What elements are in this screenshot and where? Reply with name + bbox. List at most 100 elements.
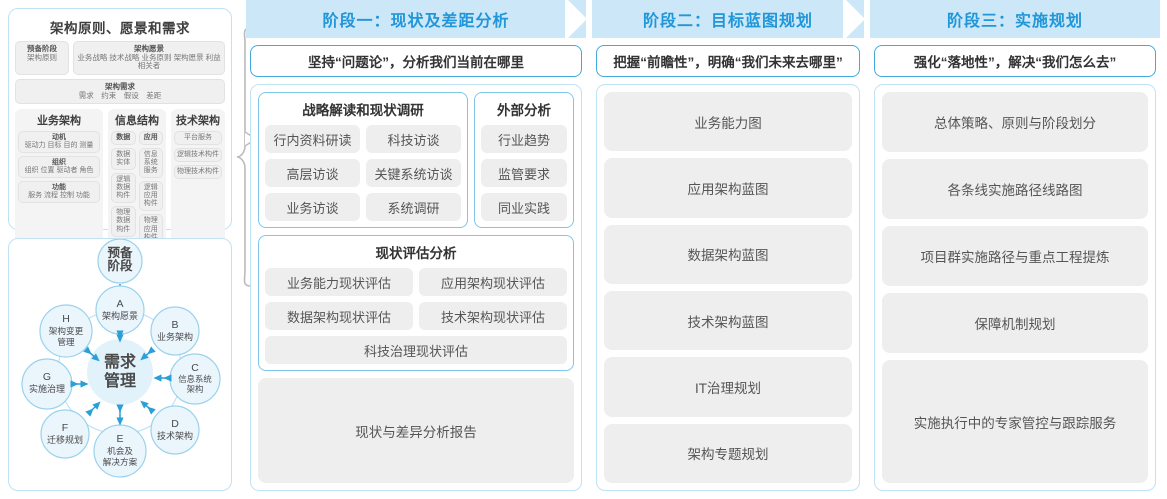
adm-node-f-letter: F [62,422,68,434]
tile-item[interactable]: 系统调研 [366,193,461,221]
tile-item[interactable]: 科技访谈 [366,125,461,153]
togaf-app-item: 应用 [138,131,163,146]
adm-node-b-label: 业务架构 [157,331,193,342]
tile-item[interactable]: 监管要求 [481,159,567,187]
brace-connector [236,27,251,287]
adm-node-b [150,306,200,356]
tile-item[interactable]: IT治理规划 [604,357,852,417]
phase-2-subtitle: 把握“前瞻性”，明确“我们未来去哪里” [596,45,860,77]
togaf-info-head: 信息结构 [115,115,159,128]
tile-item[interactable]: 保障机制规划 [882,293,1148,353]
phase-column-3: 阶段三：实施规划 强化“落地性”，解决“我们怎么去” 总体策略、原则与阶段划分 … [870,0,1160,499]
adm-node-g-label: 实施治理 [29,383,65,394]
tile-item[interactable]: 业务访谈 [265,193,360,221]
current-state-assessment-tiles: 业务能力现状评估 应用架构现状评估 数据架构现状评估 技术架构现状评估 [265,268,567,330]
togaf-business-item: 动机 驱动力 目标 目的 测量 [18,131,100,154]
tile-item[interactable]: 业务能力现状评估 [265,268,413,296]
togaf-vision-head: 架构愿景 [134,44,164,53]
tile-item[interactable]: 应用架构现状评估 [419,268,567,296]
togaf-application-subcolumn: 应用 信息系统服务 逻辑应用构件 物理应用构件 [138,131,163,245]
tile-item[interactable]: 关键系统访谈 [366,159,461,187]
adm-node-h-label1: 架构变更 [49,325,84,336]
tile-item[interactable]: 实施执行中的专家管控与跟踪服务 [882,360,1148,483]
strategy-research-tiles: 行内资料研读 高层访谈 业务访谈 科技访谈 关键系统访谈 系统调研 [265,125,461,221]
adm-cycle-diagram: 预备 阶段 需求 管理 A 架构愿景 B 业务架构 C [21,239,221,478]
adm-node-g-letter: G [43,371,51,383]
left-column: 架构原则、愿景和需求 预备阶段 架构原则 架构愿景 业务战略 技术战略 业务原则… [8,8,257,491]
togaf-vision-sub: 业务战略 技术战略 业务原则 架构愿景 利益相关者 [77,52,221,71]
tile-item[interactable]: 技术架构蓝图 [604,290,852,351]
togaf-data-item: 物理数据构件 [111,206,136,237]
strategy-research-title: 战略解读和现状调研 [302,103,424,118]
togaf-framework-panel: 架构原则、愿景和需求 预备阶段 架构原则 架构愿景 业务战略 技术战略 业务原则… [8,8,232,289]
tile-item[interactable]: 应用架构蓝图 [604,158,852,218]
adm-node-d-letter: D [171,418,179,430]
adm-node-h-letter: H [62,313,70,325]
tile-item[interactable]: 各条线实施路径线路图 [882,159,1148,219]
adm-node-e-letter: E [116,433,123,445]
adm-node-h [39,304,93,358]
strategy-research-card: 战略解读和现状调研 行内资料研读 高层访谈 业务访谈 科技访谈 关键系统访谈 系… [258,92,468,228]
phase-3-band: 阶段三：实施规划 [870,0,1160,38]
tile-item[interactable]: 同业实践 [481,193,567,221]
adm-node-a-label: 架构愿景 [102,310,138,321]
tile-item-full[interactable]: 科技治理现状评估 [265,336,567,364]
tile-item[interactable]: 项目群实施路径与重点工程提炼 [882,226,1148,286]
tile-item[interactable]: 行业趋势 [481,125,567,153]
phase-1-subtitle: 坚持“问题论”，分析我们当前在哪里 [250,45,582,77]
adm-center-node [87,339,153,405]
phase-1-band: 阶段一：现状及差距分析 [246,0,587,38]
current-state-assessment-title: 现状评估分析 [375,246,457,261]
tile-item[interactable]: 总体策略、原则与阶段划分 [882,92,1148,152]
tile-item[interactable]: 技术架构现状评估 [419,302,567,330]
togaf-business-item: 功能 服务 流程 控制 功能 [18,181,100,204]
togaf-panel-title: 架构原则、愿景和需求 [50,21,190,36]
togaf-vision-chip: 架构愿景 业务战略 技术战略 业务原则 架构愿景 利益相关者 [73,41,225,75]
togaf-data-item: 数据 [111,131,136,146]
adm-center-line2: 管理 [104,371,136,390]
adm-prep-line2: 阶段 [107,258,133,273]
adm-center-line1: 需求 [104,352,137,371]
external-analysis-tiles: 行业趋势 监管要求 同业实践 [481,125,567,221]
adm-node-prep [97,239,143,284]
adm-node-f [40,409,90,459]
phase-3-tiles: 总体策略、原则与阶段划分 各条线实施路径线路图 项目群实施路径与重点工程提炼 保… [882,92,1148,483]
togaf-business-head: 业务架构 [37,115,81,128]
togaf-prep-head: 预备阶段 [27,44,57,53]
togaf-business-architecture-column: 业务架构 动机 驱动力 目标 目的 测量 组织 组织 位置 驱动者 角色 功能 … [15,109,103,248]
togaf-row-vision: 预备阶段 架构原则 架构愿景 业务战略 技术战略 业务原则 架构愿景 利益相关者 [15,41,225,75]
togaf-data-subcolumn: 数据 数据实体 逻辑数据构件 物理数据构件 [111,131,136,244]
adm-node-e-label1: 机会及 [107,445,133,456]
gap-analysis-report-tile[interactable]: 现状与差异分析报告 [258,378,574,483]
phase-column-1: 阶段一：现状及差距分析 坚持“问题论”，分析我们当前在哪里 战略解读和现状调研 … [246,0,587,499]
tile-item[interactable]: 数据架构现状评估 [265,302,413,330]
tile-item[interactable]: 业务能力图 [604,92,852,152]
adm-cycle-panel: 预备 阶段 需求 管理 A 架构愿景 B 业务架构 C [8,238,232,491]
tile-item[interactable]: 行内资料研读 [265,125,360,153]
togaf-prep-sub: 架构原则 [27,52,57,62]
tile-item[interactable]: 数据架构蓝图 [604,224,852,284]
phase-1-chevron-icon [565,0,587,38]
external-analysis-card: 外部分析 行业趋势 监管要求 同业实践 [474,92,574,228]
adm-node-c-letter: C [191,362,199,374]
adm-node-a-letter: A [116,298,123,310]
adm-node-c-label2: 架构 [187,384,204,394]
togaf-information-structure-column: 信息结构 数据 数据实体 逻辑数据构件 [108,109,166,248]
adm-node-d-label: 技术架构 [157,430,193,441]
togaf-tech-item: 逻辑技术构件 [174,148,222,163]
togaf-tech-item: 平台服务 [174,131,222,146]
tile-item[interactable]: 架构专题规划 [604,423,852,483]
phase-2-title: 阶段二：目标蓝图规划 [642,13,813,30]
adm-prep-line1: 预备 [107,245,133,260]
adm-node-d [150,405,200,455]
phase-1-body: 战略解读和现状调研 行内资料研读 高层访谈 业务访谈 科技访谈 关键系统访谈 系… [250,84,582,491]
tile-item[interactable]: 高层访谈 [265,159,360,187]
adm-node-h-label2: 管理 [57,336,75,347]
phase-2-chevron-icon [843,0,865,38]
phase-1-top-row: 战略解读和现状调研 行内资料研读 高层访谈 业务访谈 科技访谈 关键系统访谈 系… [258,92,574,228]
adm-node-b-letter: B [171,319,178,331]
togaf-requirement-chip: 架构需求 需求 约束 假设 差距 [15,78,225,105]
togaf-data-item: 数据实体 [111,148,136,171]
phase-2-tiles: 业务能力图 应用架构蓝图 数据架构蓝图 技术架构蓝图 IT治理规划 架构专题规划 [604,92,852,483]
